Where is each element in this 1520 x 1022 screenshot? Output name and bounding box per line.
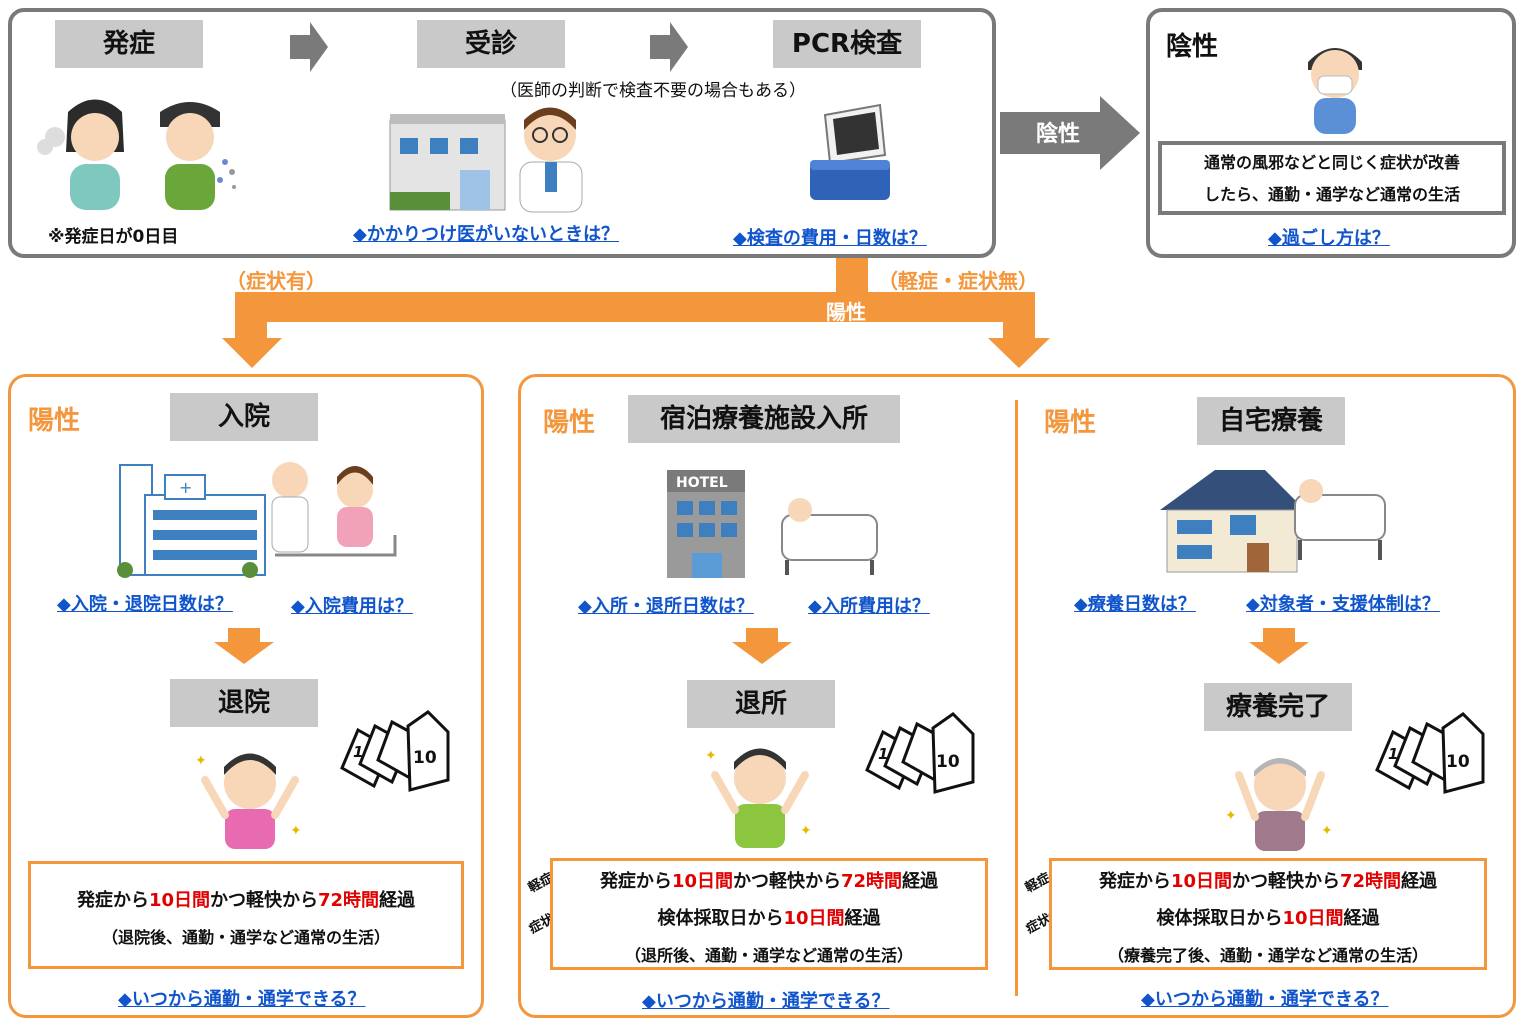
- pcr-machine-illustration: [810, 103, 890, 200]
- home-after-line: （療養完了後、通勤・通学など通常の生活）: [1107, 946, 1428, 965]
- cheering-elder-illustration: ✦✦: [1225, 758, 1333, 851]
- negative-guidance-line-1: 通常の風邪などと同じく症状が改善: [1203, 153, 1460, 172]
- step-hospitalization: 入院: [170, 393, 318, 441]
- arrow-down-icon: [1249, 628, 1309, 664]
- hotel-sign: HOTEL: [676, 475, 728, 491]
- arrow-right-icon: [650, 22, 688, 72]
- step-consult: 受診: [417, 20, 565, 68]
- link-home-days[interactable]: ◆療養日数は？: [1074, 594, 1196, 615]
- branch-positive-label: 陽性: [826, 300, 866, 324]
- lodging-after-line: （退所後、通勤・通学など通常の生活）: [624, 946, 913, 965]
- link-test-cost-days[interactable]: ◆検査の費用・日数は？: [733, 228, 927, 249]
- link-how-to-spend[interactable]: ◆過ごし方は？: [1268, 228, 1390, 249]
- link-home-return[interactable]: ◆いつから通勤・通学できる？: [1141, 989, 1389, 1010]
- hospital-after-line: （退院後、通勤・通学など通常の生活）: [101, 928, 390, 947]
- calendar-icon: [865, 712, 975, 794]
- step-home-complete: 療養完了: [1204, 683, 1352, 731]
- svg-text:✦: ✦: [800, 823, 812, 839]
- calendar-start-day: 1: [878, 745, 889, 763]
- onset-day-note: ※発症日が0日目: [48, 227, 179, 247]
- lodging-condition-asym: 検体採取日から10日間経過: [657, 908, 881, 929]
- svg-text:✦: ✦: [290, 823, 302, 839]
- link-hospital-days[interactable]: ◆入院・退院日数は？: [57, 594, 233, 615]
- negative-guidance-line-2: したら、通勤・通学など通常の生活: [1203, 185, 1460, 204]
- home-condition-mild: 発症から10日間かつ軽快から72時間経過: [1098, 871, 1438, 892]
- calendar-end-day: 10: [936, 752, 960, 772]
- svg-text:+: +: [179, 478, 192, 497]
- link-hospital-return[interactable]: ◆いつから通勤・通学できる？: [118, 989, 366, 1010]
- svg-text:✦: ✦: [195, 753, 207, 769]
- consult-note: （医師の判断で検査不要の場合もある）: [500, 81, 806, 101]
- branch-mild-label: （軽症・症状無）: [878, 269, 1038, 293]
- calendar-start-day: 1: [353, 743, 364, 761]
- calendar-end-day: 10: [1446, 752, 1470, 772]
- arrow-down-icon: [732, 628, 792, 664]
- link-no-family-doctor[interactable]: ◆かかりつけ医がいないときは？: [353, 224, 620, 245]
- link-lodging-cost[interactable]: ◆入所費用は？: [808, 596, 930, 617]
- link-home-support[interactable]: ◆対象者・支援体制は？: [1246, 594, 1440, 615]
- cheering-boy-illustration: ✦✦: [705, 748, 812, 848]
- arrow-right-icon: [290, 22, 328, 72]
- negative-title: 陰性: [1166, 32, 1219, 62]
- step-lodging: 宿泊療養施設入所: [628, 395, 900, 443]
- link-lodging-return[interactable]: ◆いつから通勤・通学できる？: [642, 991, 890, 1012]
- step-pcr: PCR検査: [773, 20, 921, 68]
- link-lodging-days[interactable]: ◆入所・退所日数は？: [578, 596, 754, 617]
- negative-guidance-box: 通常の風邪などと同じく症状が改善 したら、通勤・通学など通常の生活: [1158, 141, 1506, 215]
- hospital-condition-box: 発症から10日間かつ軽快から72時間経過 （退院後、通勤・通学など通常の生活）: [28, 861, 464, 969]
- home-positive-label: 陽性: [1044, 408, 1097, 438]
- house-illustration: [1160, 470, 1386, 573]
- calendar-icon: [1375, 712, 1485, 794]
- calendar-end-day: 10: [413, 748, 437, 768]
- calendar-icon: [340, 710, 450, 792]
- arrow-down-icon: [214, 628, 274, 664]
- home-condition-box: 発症から10日間かつ軽快から72時間経過 検体採取日から10日間経過 （療養完了…: [1049, 858, 1487, 970]
- sick-people-illustration: [37, 99, 236, 210]
- masked-person-illustration: [1308, 48, 1362, 134]
- step-discharge-lodging: 退所: [687, 680, 835, 728]
- branch-symptomatic-label: （症状有）: [226, 269, 326, 293]
- hotel-illustration: HOTEL: [667, 470, 878, 578]
- hospital-condition-line: 発症から10日間かつ軽快から72時間経過: [76, 890, 416, 911]
- step-discharge-hospital: 退院: [170, 679, 318, 727]
- clinic-doctor-illustration: [389, 107, 583, 213]
- link-hospital-cost[interactable]: ◆入院費用は？: [291, 596, 413, 617]
- step-home-care: 自宅療養: [1197, 397, 1345, 445]
- svg-text:✦: ✦: [1225, 808, 1237, 824]
- hospital-illustration: +: [117, 462, 397, 578]
- lodging-condition-mild: 発症から10日間かつ軽快から72時間経過: [599, 871, 939, 892]
- negative-arrow-icon: [1000, 96, 1140, 170]
- lodging-condition-box: 発症から10日間かつ軽快から72時間経過 検体採取日から10日間経過 （退所後、…: [550, 858, 988, 970]
- negative-arrow-label: 陰性: [1036, 122, 1081, 147]
- svg-text:✦: ✦: [1321, 823, 1333, 839]
- hospital-positive-label: 陽性: [28, 406, 81, 436]
- panel-divider: [1015, 400, 1018, 996]
- positive-branch-arrows: [222, 258, 1050, 368]
- step-onset: 発症: [55, 20, 203, 68]
- svg-text:✦: ✦: [705, 748, 717, 764]
- calendar-start-day: 1: [1388, 745, 1399, 763]
- lodging-positive-label: 陽性: [543, 408, 596, 438]
- home-condition-asym: 検体採取日から10日間経過: [1156, 908, 1380, 929]
- cheering-girl-illustration: ✦✦: [195, 753, 302, 849]
